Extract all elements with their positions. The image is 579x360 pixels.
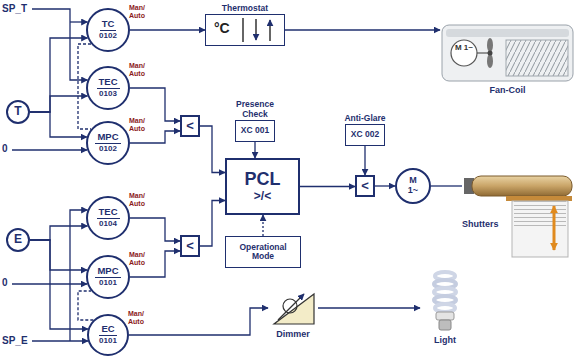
node-label: Presence Check: [229, 100, 281, 119]
node-label: Man/ Auto: [129, 4, 155, 19]
dimmer-symbol: [274, 294, 314, 324]
input-bubble: E: [6, 228, 30, 252]
shutter-drawing: [464, 176, 572, 257]
node-label: Man/ Auto: [128, 310, 154, 325]
node-label: 0103: [99, 90, 117, 99]
node-label: M 1~: [454, 44, 474, 53]
node-label: °C: [214, 21, 230, 36]
node-label: 0101: [99, 279, 117, 288]
node-label: <: [186, 119, 194, 133]
fan-coil-drawing: [442, 25, 573, 81]
controller-bubble: EC0101Man/ Auto: [87, 314, 129, 356]
node-label: 0101: [99, 337, 117, 346]
node-label: Fan-Coil: [490, 86, 526, 96]
thermostat-box: Thermostat°C: [205, 14, 285, 46]
signal-label: 0: [2, 143, 8, 154]
connector: [262, 215, 263, 236]
controller-bubble: MPC0102Man/ Auto: [86, 121, 130, 165]
controller-bubble: TEC0103Man/ Auto: [86, 66, 130, 110]
node-label: TEC: [97, 77, 120, 89]
node-label: 0102: [99, 32, 117, 41]
node-label: XC 002: [349, 130, 381, 139]
connector: [431, 185, 462, 186]
signal-label: SP_E: [2, 335, 28, 346]
node-label: Man/ Auto: [129, 117, 155, 132]
node-label: <: [361, 179, 369, 193]
thermostat-symbol: [243, 18, 270, 42]
node-label: >/<: [254, 190, 271, 203]
connector: [130, 29, 205, 30]
connector: [285, 29, 440, 30]
controller-bubble: TC0102Man/ Auto: [86, 8, 130, 52]
connector: [318, 307, 420, 308]
connector: [30, 240, 88, 329]
node-label: 0102: [99, 145, 117, 154]
min-selector: <: [355, 175, 375, 197]
node-label: MPC: [95, 266, 120, 278]
node-label: TC: [100, 19, 117, 31]
connector: [30, 38, 88, 112]
node-label: Man/ Auto: [129, 192, 155, 207]
node-label: Man/ Auto: [129, 251, 155, 266]
node-label: <: [186, 239, 194, 253]
motor-symbol: M 1~: [395, 168, 431, 204]
connector: [30, 96, 88, 112]
node-label: TEC: [97, 207, 120, 219]
connector: [129, 308, 268, 335]
connector: [375, 185, 395, 186]
min-selector: <: [180, 235, 200, 257]
connector: [30, 240, 87, 270]
node-label: Shutters: [462, 220, 499, 230]
node-label: PCL: [245, 170, 281, 190]
node-label: 0104: [99, 220, 117, 229]
controller-bubble: MPC0101Man/ Auto: [86, 255, 130, 299]
pcl-block: PCL>/<: [225, 158, 300, 215]
node-label: MPC: [95, 132, 120, 144]
node-label: EC: [99, 324, 116, 336]
node-label: Light: [434, 336, 456, 346]
connector: [200, 126, 225, 173]
input-bubble: T: [6, 100, 30, 124]
lamp: Light: [420, 268, 470, 334]
connector: [300, 186, 355, 187]
connector: [78, 291, 93, 320]
lamp-drawing: [434, 272, 456, 330]
mode-box: Operational Mode: [225, 236, 301, 268]
connector: [130, 88, 180, 121]
controller-bubble: TEC0104Man/ Auto: [86, 196, 130, 240]
node-label: Anti-Glare: [330, 114, 400, 123]
connector: [130, 218, 180, 241]
node-label: T: [14, 105, 21, 118]
connector: [30, 226, 88, 240]
connector: [130, 131, 180, 143]
connector: [364, 146, 365, 175]
fan-coil: M 1~Fan-Coil: [440, 22, 575, 84]
node-label: Thermostat: [222, 4, 268, 13]
node-label: E: [14, 233, 22, 246]
node-label: Dimmer: [276, 330, 310, 340]
node-label: Man/ Auto: [129, 62, 155, 77]
connector: [254, 142, 255, 158]
node-label: M 1~: [405, 176, 421, 196]
shutter-unit: Shutters: [462, 150, 575, 260]
signal-label: 0: [2, 277, 8, 288]
connector: [200, 201, 225, 247]
logic-box: Anti-GlareXC 002: [345, 124, 385, 146]
connector: [130, 251, 180, 277]
node-label: Operational Mode: [226, 243, 300, 262]
signal-wires: [12, 9, 88, 341]
signal-label: SP_T: [2, 3, 27, 14]
dimmer: Dimmer: [268, 288, 318, 328]
min-selector: <: [180, 115, 200, 137]
logic-box: Presence CheckXC 001: [235, 120, 275, 142]
node-label: XC 001: [239, 126, 271, 135]
connector: [30, 112, 87, 137]
